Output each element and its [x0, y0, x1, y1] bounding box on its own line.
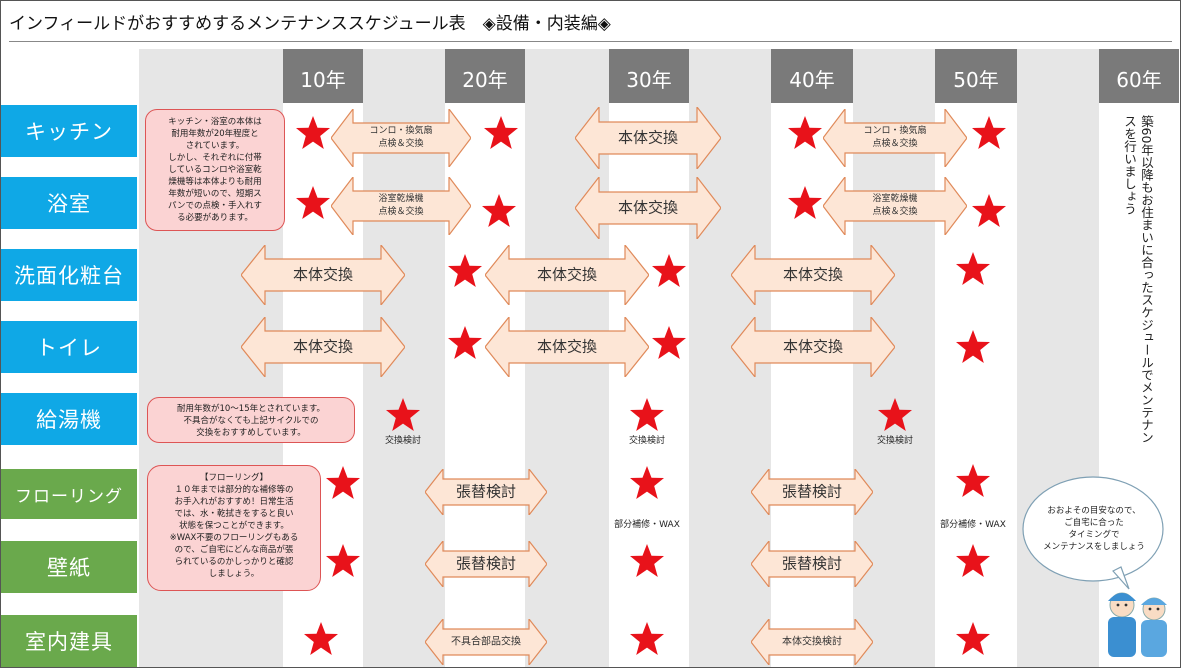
note-replace-check: 交換検討	[384, 436, 421, 446]
row-label-wallpaper: 壁紙	[1, 541, 137, 593]
star-icon	[956, 544, 990, 577]
row-label-fixtures: 室内建具	[1, 615, 137, 667]
arrow-wash-a: 本体交換	[240, 243, 406, 307]
row-label-bath: 浴室	[1, 177, 137, 229]
arrow-label: 本体交換検討	[782, 636, 842, 648]
year-header-40: 40年	[771, 49, 853, 103]
row-label-flooring: フローリング	[1, 469, 137, 519]
arrow-label: 張替検討	[455, 554, 516, 573]
arrow-bath-a: 浴室乾燥機 点検＆交換	[330, 175, 472, 237]
arrow-floor-a: 張替検討	[424, 467, 548, 517]
arrow-bath-b: 本体交換	[574, 175, 722, 241]
star-icon	[630, 544, 664, 577]
arrow-kitchen-a: コンロ・換気扇 点検＆交換	[330, 107, 472, 169]
arrow-label: コンロ・換気扇 点検＆交換	[863, 126, 927, 149]
star-icon	[630, 398, 664, 431]
arrow-label: コンロ・換気扇 点検＆交換	[369, 126, 433, 149]
year-header-60: 60年	[1099, 49, 1179, 103]
star-icon	[972, 194, 1006, 227]
star-icon	[878, 398, 912, 431]
star-icon	[304, 622, 338, 655]
star-icon	[630, 466, 664, 499]
star-icon	[326, 544, 360, 577]
arrow-label: 本体交換	[617, 198, 678, 217]
arrow-label: 本体交換	[536, 265, 597, 284]
arrow-label: 本体交換	[536, 337, 597, 356]
callout-kitchen-bath: キッチン・浴室の本体は 耐用年数が20年程度と されています。 しかし、それぞれ…	[145, 109, 285, 231]
star-icon	[630, 622, 664, 655]
arrow-kitchen-c: コンロ・換気扇 点検＆交換	[822, 107, 968, 169]
star-icon	[652, 254, 686, 287]
arrow-wash-c: 本体交換	[730, 243, 896, 307]
star-icon	[482, 194, 516, 227]
star-icon	[448, 254, 482, 287]
star-icon	[326, 466, 360, 499]
callout-flooring: 【フローリング】 １０年までは部分的な補修等の お手入れがおすすめ！日常生活 で…	[147, 465, 321, 591]
star-icon	[956, 252, 990, 285]
arrow-label: 浴室乾燥機 点検＆交換	[872, 194, 918, 217]
star-icon	[296, 116, 330, 149]
row-label-kitchen: キッチン	[1, 105, 137, 157]
arrow-fix-a: 不具合部品交換	[424, 617, 548, 667]
arrow-label: 不具合部品交換	[451, 636, 521, 648]
row-label-heater: 給湯機	[1, 393, 137, 445]
arrow-label: 張替検討	[455, 482, 516, 501]
note-replace-check: 交換検討	[876, 436, 913, 446]
bubble-text: おおよその目安なので、 ご自宅に合った タイミングで メンテナンスをしましょう	[1043, 506, 1145, 552]
star-icon	[956, 464, 990, 497]
note-partial-repair: 部分補修・WAX	[940, 520, 1006, 530]
arrow-kitchen-b: 本体交換	[574, 105, 722, 171]
star-icon	[652, 326, 686, 359]
arrow-label: 本体交換	[782, 337, 843, 356]
star-icon	[788, 116, 822, 149]
arrow-toilet-c: 本体交換	[730, 315, 896, 379]
note-replace-check: 交換検討	[628, 436, 665, 446]
row-label-washstand: 洗面化粧台	[1, 249, 137, 301]
arrow-toilet-b: 本体交換	[484, 315, 650, 379]
arrow-wall-a: 張替検討	[424, 539, 548, 589]
arrow-floor-b: 張替検討	[750, 467, 874, 517]
arrow-label: 浴室乾燥機 点検＆交換	[378, 194, 424, 217]
arrow-fix-b: 本体交換検討	[750, 617, 874, 667]
year-header-50: 50年	[935, 49, 1017, 103]
arrow-label: 張替検討	[781, 482, 842, 501]
arrow-wall-b: 張替検討	[750, 539, 874, 589]
year-header-20: 20年	[445, 49, 525, 103]
star-icon	[484, 116, 518, 149]
arrow-label: 張替検討	[781, 554, 842, 573]
star-icon	[296, 186, 330, 219]
year-header-30: 30年	[609, 49, 689, 103]
title-underline	[9, 41, 1172, 42]
page-title: インフィールドがおすすめするメンテナンススケジュール表 ◈設備・内装編◈	[9, 14, 611, 34]
year-header-10: 10年	[283, 49, 363, 103]
star-icon	[972, 116, 1006, 149]
arrow-bath-c: 浴室乾燥機 点検＆交換	[822, 175, 968, 237]
side-message: 築60年以降もお住まいに合ったスケジュールでメンテナンスを行いましょう	[1122, 115, 1154, 444]
star-icon	[788, 186, 822, 219]
callout-heater: 耐用年数が10～15年とされています。 不具合がなくても上記サイクルでの 交換を…	[147, 397, 355, 443]
arrow-label: 本体交換	[292, 265, 353, 284]
star-icon	[956, 330, 990, 363]
star-icon	[448, 326, 482, 359]
arrow-label: 本体交換	[292, 337, 353, 356]
arrow-label: 本体交換	[782, 265, 843, 284]
arrow-label: 本体交換	[617, 128, 678, 147]
note-partial-repair: 部分補修・WAX	[614, 520, 680, 530]
arrow-wash-b: 本体交換	[484, 243, 650, 307]
arrow-toilet-a: 本体交換	[240, 315, 406, 379]
row-label-toilet: トイレ	[1, 321, 137, 373]
star-icon	[956, 622, 990, 655]
star-icon	[386, 398, 420, 431]
workers-illustration	[1108, 592, 1167, 657]
speech-bubble	[1022, 476, 1164, 590]
